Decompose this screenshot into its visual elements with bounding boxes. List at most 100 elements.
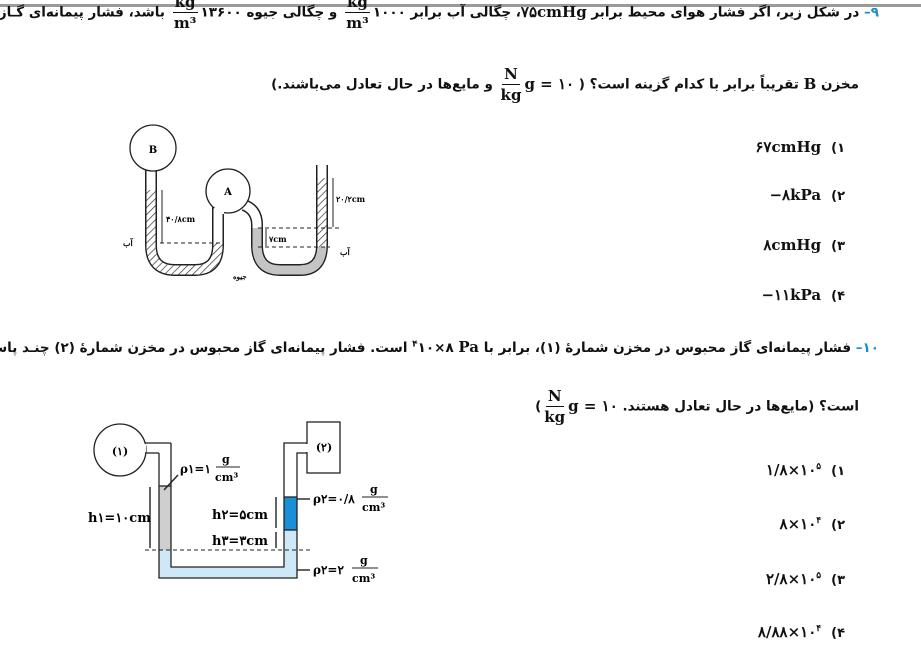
unit-den: m³ (173, 14, 197, 32)
option-number: ۳) (831, 239, 845, 254)
option-number: ۲) (831, 518, 845, 533)
unit-num: kg (344, 0, 370, 13)
q9-text: و مایع‌ها در حال تعادل می‌باشند.) (271, 76, 493, 93)
gravity: g = ۱۰ (568, 396, 618, 415)
q9-number: ۹– (864, 4, 879, 21)
q9-text-line2: مخزن B تقریباً برابر با کدام گزینه است؟ … (271, 64, 859, 105)
value: ۸×۱۰ (779, 515, 817, 533)
q10-text-line2: است؟ (مایع‌ها در حال تعادل هستند. g = ۱۰… (535, 386, 859, 427)
q9-text: ، چگالی آب برابر (410, 4, 521, 21)
q10-text: فشار پیمانه‌ای گاز محبوس در مخزن شمارهٔ … (483, 340, 852, 356)
exponent: ۴ (816, 516, 822, 526)
height-label-2: h۲=۵cm (212, 508, 268, 523)
option-value: ۲/۸×۱۰۵ (766, 570, 821, 588)
mercury-column (252, 228, 327, 275)
q10-text-line1: ۱۰– فشار پیمانه‌ای گاز محبوس در مخزن شما… (0, 338, 879, 356)
option-number: ۳) (831, 573, 845, 588)
value: ۱/۸×۱۰ (765, 461, 817, 479)
unit-num: kg (172, 0, 198, 13)
q10-text: است؟ (مایع‌ها در حال تعادل هستند. (622, 398, 859, 415)
value: ۸×۱۰ (417, 340, 454, 356)
unit-num: N (545, 387, 564, 407)
height-label-1: h۱=۱۰cm (88, 511, 151, 526)
option-value: −۱۱kPa (761, 286, 822, 304)
option-value: ۶۷cmHg (755, 138, 822, 156)
option-number: ۱) (831, 464, 845, 479)
q9-text-line1: ۹– در شکل زیر، اگر فشار هوای محیط برابر … (0, 0, 879, 33)
option-value: −۸kPa (769, 186, 822, 204)
unit-den: m³ (346, 14, 369, 32)
q10-option-1[interactable]: ۱) ۱/۸×۱۰۵ (766, 460, 845, 479)
q9-option-2[interactable]: ۲) −۸kPa (769, 185, 845, 204)
unit-den: kg (544, 408, 566, 426)
unit-den: cm³ (362, 501, 385, 514)
exponent: ۴ (816, 624, 822, 634)
unit-num: g (370, 483, 378, 496)
height-label-2: ۷cm (268, 234, 287, 244)
fluid-2 (284, 497, 297, 530)
height-label-1: ۴۰/۸cm (166, 214, 196, 224)
q9-option-3[interactable]: ۳) ۸cmHg (763, 235, 845, 254)
option-value: ۸cmHg (763, 236, 822, 254)
water-label: آب (123, 237, 134, 248)
tank-b-label: B (149, 145, 157, 156)
q9-text: در شکل زیر، اگر فشار هوای محیط برابر (591, 4, 860, 21)
q10-option-2[interactable]: ۲) ۸×۱۰۴ (780, 514, 845, 533)
option-number: ۱) (831, 141, 845, 156)
height-label-3: ۲۰/۲cm (336, 194, 366, 204)
tank-label: B (803, 74, 817, 93)
option-value: ۸×۱۰۴ (780, 515, 822, 533)
tank-a-label: A (223, 187, 232, 198)
gravity: g = ۱۰ (524, 74, 575, 93)
q10-number: ۱۰– (855, 340, 879, 356)
top-divider (0, 4, 921, 7)
q9-text: باشد، فشار پیمانه‌ای گـاز (0, 4, 165, 21)
water-density: ۱۰۰۰ (372, 4, 406, 21)
q9-text: و چگالی جیوه (246, 4, 338, 21)
option-number: ۴) (831, 626, 845, 641)
q9-text: تقریباً برابر با کدام گزینه است؟ ( (578, 76, 799, 93)
exponent: ۴ (412, 339, 418, 350)
q9-option-1[interactable]: ۱) ۶۷cmHg (755, 137, 845, 156)
fluid-1 (159, 486, 171, 550)
q10-text: است. فشار پیمانه‌ای گاز محبوس در مخزن شم… (0, 340, 408, 356)
exponent: ۵ (816, 462, 822, 472)
mercury-label: جیوه (233, 272, 247, 281)
fluid-3 (159, 530, 297, 578)
unit: Pa (458, 338, 480, 356)
tank-b (129, 124, 177, 172)
unit-num: g (360, 554, 368, 567)
exponent: ۵ (816, 571, 822, 581)
value: ۸/۸۸×۱۰ (757, 623, 817, 641)
option-number: ۲) (831, 189, 845, 204)
tank-2-label: (۲) (316, 441, 332, 454)
q9-text: مخزن (820, 76, 859, 93)
value: ۲/۸×۱۰ (765, 570, 817, 588)
tank-a (205, 168, 251, 214)
option-value: ۸/۸۸×۱۰۴ (758, 623, 821, 641)
q10-option-3[interactable]: ۳) ۲/۸×۱۰۵ (766, 569, 845, 588)
density-label-2: ρ۲=۰/۸ (313, 492, 355, 506)
unit-num: N (502, 65, 520, 85)
atm-pressure: ۷۵cmHg (520, 2, 587, 21)
gauge-value: ۸×۱۰۴ (412, 339, 454, 357)
density-label-1: ρ۱=۱ (180, 462, 211, 476)
unit-den: kg (500, 86, 522, 104)
q10-text: ) (535, 398, 542, 415)
q9-option-4[interactable]: ۴) −۱۱kPa (761, 285, 845, 304)
gauge-pressure-1: Pa (458, 338, 479, 356)
option-number: ۴) (831, 289, 845, 304)
unit-den: cm³ (215, 471, 238, 484)
q10-option-4[interactable]: ۴) ۸/۸۸×۱۰۴ (758, 622, 845, 641)
option-value: ۱/۸×۱۰۵ (766, 461, 821, 479)
tank-1-label: (۱) (112, 445, 128, 458)
water-label: آب (340, 246, 351, 257)
unit-den: cm³ (352, 572, 375, 585)
mercury-density: ۱۳۶۰۰ (200, 4, 242, 21)
